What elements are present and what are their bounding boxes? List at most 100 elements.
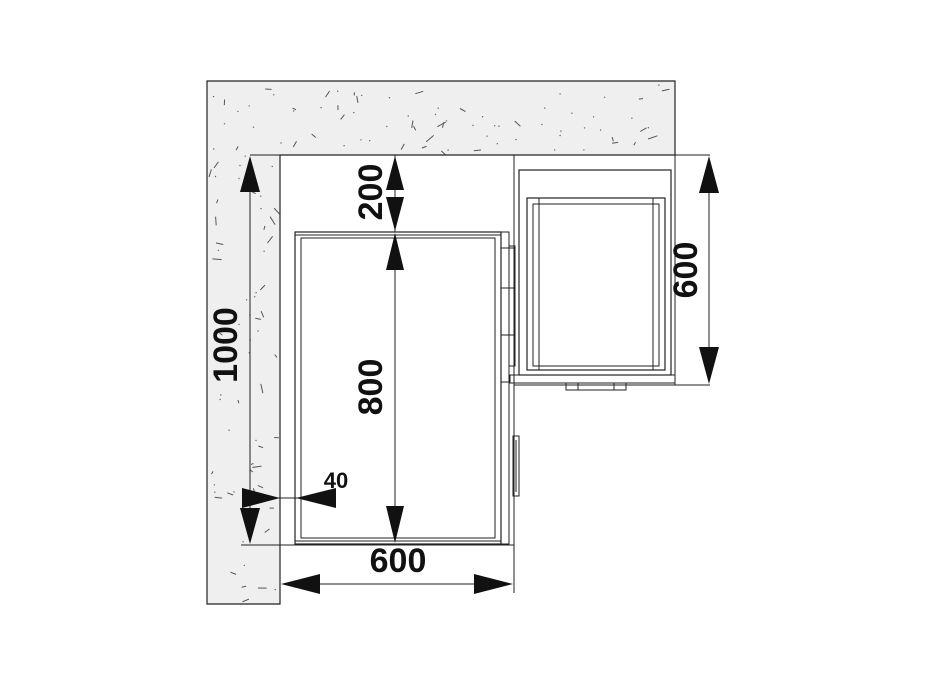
concrete-speck (559, 134, 561, 137)
concrete-speck (237, 399, 240, 404)
concrete-speck (386, 125, 388, 128)
cabinet-handle (512, 435, 520, 497)
concrete-speck (292, 107, 297, 111)
concrete-speck (421, 145, 427, 149)
concrete-speck (647, 135, 658, 140)
concrete-speck (273, 207, 281, 216)
concrete-speck (293, 110, 295, 112)
cabinet-front-panel-upper (500, 231, 510, 383)
concrete-speck (255, 292, 257, 294)
concrete-speck (255, 439, 257, 442)
concrete-speck (273, 94, 275, 96)
concrete-speck (274, 588, 276, 591)
concrete-speck (437, 121, 447, 128)
concrete-speck (217, 249, 219, 251)
dimension-1000: 1000 (207, 154, 296, 546)
concrete-speck (213, 484, 216, 486)
concrete-speck (515, 138, 517, 141)
dimension-200: 200 (352, 155, 404, 232)
dim-600-depth-arrow-up (699, 156, 719, 193)
concrete-speck (571, 112, 573, 114)
concrete-speck (369, 140, 371, 142)
cabinet-front-trim (508, 245, 516, 367)
concrete-speck (237, 110, 239, 113)
dim-1000-arrow-down (240, 508, 260, 544)
concrete-speck (603, 96, 606, 99)
concrete-speck (242, 598, 250, 603)
concrete-speck (251, 191, 256, 195)
concrete-speck (360, 139, 362, 141)
concrete-speck (214, 491, 216, 493)
side-cabinet-handle (565, 382, 627, 391)
concrete-speck (611, 136, 614, 142)
dim-200-arrow-down (386, 197, 404, 231)
dim-40-label: 40 (324, 468, 348, 493)
concrete-speck (473, 149, 482, 152)
concrete-speck (361, 94, 363, 97)
concrete-speck (260, 383, 264, 394)
concrete-speck (592, 116, 595, 118)
concrete-speck (640, 127, 647, 132)
concrete-speck (498, 125, 500, 127)
dimension-600-depth: 600 (667, 154, 719, 386)
concrete-speck (434, 113, 437, 116)
concrete-speck (252, 463, 254, 465)
concrete-speck (340, 114, 345, 120)
concrete-speck (219, 398, 221, 401)
concrete-speck (447, 149, 449, 151)
dim-800-arrow-down (386, 506, 404, 543)
concrete-wall (206, 80, 676, 605)
concrete-speck (248, 105, 250, 107)
concrete-speck (220, 394, 222, 396)
dim-40-arrow-right (242, 488, 280, 508)
concrete-speck (235, 146, 239, 151)
concrete-speck (325, 90, 331, 98)
concrete-speck (219, 361, 222, 363)
concrete-speck (658, 84, 660, 86)
concrete-speck (337, 90, 339, 92)
dim-600-arrow-right (474, 574, 513, 594)
concrete-speck (486, 135, 488, 137)
concrete-speck (208, 169, 212, 178)
concrete-speck (459, 108, 466, 112)
concrete-speck (241, 585, 247, 588)
concrete-speck (213, 161, 219, 169)
concrete-speck (631, 117, 633, 119)
concrete-speck (228, 429, 230, 431)
concrete-speck (274, 354, 278, 358)
concrete-speck (413, 125, 417, 131)
side-cabinet-body (518, 169, 672, 376)
concrete-speck (320, 107, 322, 109)
concrete-speck (280, 142, 282, 144)
dim-1000-label: 1000 (207, 307, 245, 383)
dim-600-arrow-left (281, 574, 320, 594)
concrete-speck (583, 149, 585, 151)
concrete-speck (255, 317, 262, 320)
dim-200-label: 200 (352, 164, 390, 221)
concrete-speck (252, 126, 255, 128)
dim-600-depth-arrow-down (699, 347, 719, 384)
concrete-speck (514, 120, 521, 127)
concrete-speck (356, 96, 359, 103)
concrete-speck (496, 143, 498, 145)
concrete-speck (215, 216, 217, 226)
dim-200-arrow-up (386, 156, 404, 190)
dim-600-width-label: 600 (370, 542, 427, 580)
concrete-speck (212, 95, 215, 98)
concrete-speck (437, 107, 439, 109)
concrete-speck (343, 145, 345, 147)
concrete-speck (250, 463, 253, 465)
dim-40-arrow-left (296, 488, 336, 508)
dimension-800: 800 (352, 233, 404, 543)
pullout-basket-inner (300, 237, 496, 539)
concrete-speck (425, 135, 435, 143)
dim-1000-arrow-up (240, 156, 260, 192)
concrete-speck (258, 445, 264, 449)
concrete-speck (583, 127, 586, 129)
concrete-speck (267, 235, 273, 244)
concrete-speck (353, 111, 355, 114)
concrete-speck (260, 195, 262, 197)
concrete-speck (244, 155, 246, 157)
concrete-speck (230, 571, 237, 575)
